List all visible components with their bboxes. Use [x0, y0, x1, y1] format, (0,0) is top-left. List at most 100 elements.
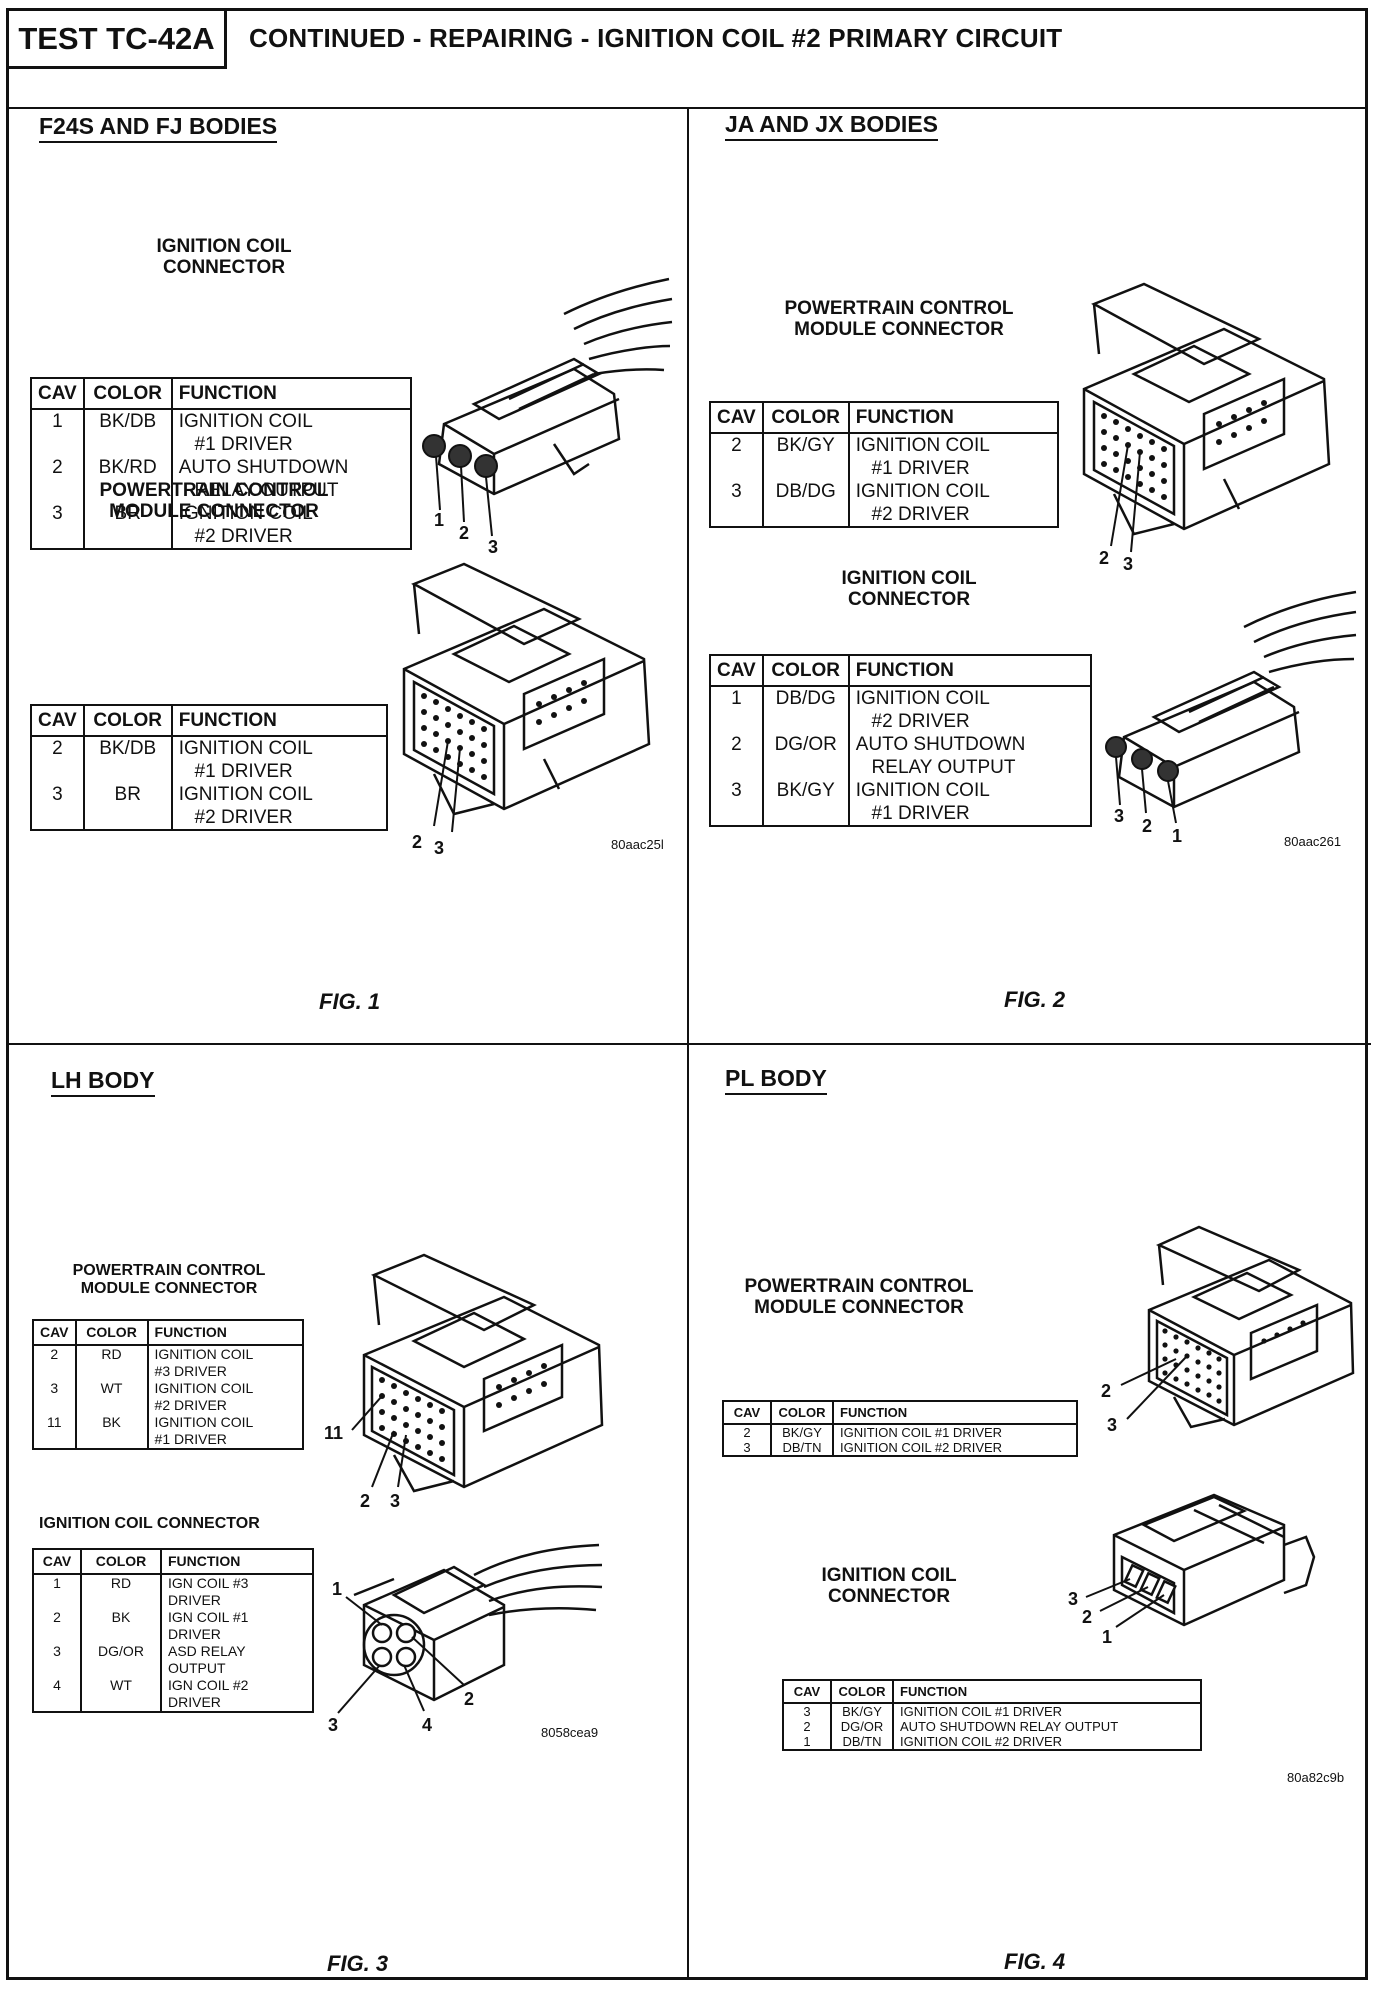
pin-label: 3 [328, 1715, 338, 1735]
col-header: COLOR [831, 1680, 894, 1704]
fig3-panel-title: LH BODY [51, 1067, 155, 1097]
cell-color: DG/OR [831, 1719, 894, 1734]
cell-function: AUTO SHUTDOWN RELAY OUTPUT [855, 734, 1026, 778]
cell-cav: 2 [31, 736, 85, 783]
cell-function: IGN COIL #3 DRIVER [168, 1575, 249, 1608]
fig1-pcm-title: POWERTRAIN CONTROL MODULE CONNECTOR [99, 480, 329, 522]
fig2-drawing-code: 80aac261 [1284, 834, 1342, 849]
cell-cav: 3 [710, 480, 764, 527]
cell-color: BK/GY [762, 433, 850, 480]
cell-color: RD [75, 1345, 149, 1380]
fig1-pcm-connector-drawing: 2 3 [402, 562, 651, 858]
fig1-drawing-code: 80aac25l [611, 837, 664, 852]
pin-label: 1 [1172, 826, 1182, 846]
fig1-coil-connector-drawing: 1 2 3 [422, 277, 673, 557]
pin-label: 1 [1102, 1627, 1112, 1647]
cell-cav: 3 [33, 1380, 77, 1414]
cell-cav: 2 [710, 433, 764, 480]
col-header: FUNCTION [171, 705, 387, 737]
col-header: FUNCTION [848, 402, 1058, 434]
cell-cav: 2 [710, 733, 764, 779]
cell-function: IGNITION COIL #2 DRIVER [900, 1734, 1063, 1749]
col-header: FUNCTION [833, 1401, 1077, 1425]
cell-function: IGNITION COIL #3 DRIVER [154, 1346, 254, 1379]
col-header: COLOR [762, 402, 850, 434]
pin-label: 11 [324, 1423, 343, 1443]
cell-color: BK [81, 1609, 162, 1643]
cell-function: IGNITION COIL #2 DRIVER [178, 503, 313, 547]
cell-function: IGN COIL #1 DRIVER [168, 1609, 249, 1642]
cell-cav: 3 [33, 1643, 82, 1677]
fig2-panel: JA AND JX BODIES POWERTRAIN CONTROL MODU… [689, 109, 1371, 1045]
cell-color: RD [81, 1574, 162, 1609]
cell-color: BK/GY [762, 779, 850, 826]
col-header: CAV [710, 402, 764, 434]
cell-function: IGNITION COIL #1 DRIVER [855, 780, 990, 824]
cell-cav: 3 [31, 783, 85, 830]
cell-function: IGNITION COIL #1 DRIVER [900, 1704, 1063, 1719]
fig1-coil-title: IGNITION COIL CONNECTOR [156, 236, 292, 278]
fig1-panel-title: F24S AND FJ BODIES [39, 113, 278, 143]
fig2-coil-title: IGNITION COIL CONNECTOR [841, 568, 977, 610]
col-header: COLOR [771, 1401, 834, 1425]
fig2-panel-title: JA AND JX BODIES [725, 111, 939, 141]
test-id-box: TEST TC-42A [9, 11, 227, 69]
cell-cav: 3 [710, 779, 764, 826]
cell-function: ASD RELAY OUTPUT [168, 1643, 246, 1676]
cell-color: BK/DB [83, 736, 173, 783]
pin-label: 3 [1123, 554, 1133, 574]
fig1-panel: F24S AND FJ BODIES IGNITION COIL CONNECT… [9, 109, 689, 1045]
cell-color: DB/TN [831, 1734, 894, 1750]
col-header: FUNCTION [893, 1680, 1201, 1704]
pin-label: 2 [459, 523, 469, 543]
cell-color: WT [75, 1380, 149, 1414]
pin-label: 2 [360, 1491, 370, 1511]
cell-color: BK/RD [83, 456, 173, 502]
cell-cav: 2 [723, 1424, 772, 1440]
cell-cav: 11 [33, 1414, 77, 1449]
fig4-drawing-code: 80a82c9b [1287, 1770, 1345, 1785]
col-header: COLOR [83, 378, 173, 410]
pin-label: 2 [464, 1689, 474, 1709]
pin-label: 3 [390, 1491, 400, 1511]
col-header: COLOR [81, 1549, 162, 1575]
col-header: COLOR [83, 705, 173, 737]
cell-color: DG/OR [81, 1643, 162, 1677]
col-header: FUNCTION [161, 1549, 313, 1575]
cell-color: WT [81, 1677, 162, 1712]
pin-label: 3 [434, 838, 444, 858]
fig3-coil-connector-drawing: 1 2 3 4 [328, 1543, 603, 1735]
pin-label: 2 [412, 832, 422, 852]
cell-cav: 2 [33, 1345, 77, 1380]
cell-function: IGNITION COIL #2 DRIVER [840, 1440, 1003, 1455]
cell-cav: 2 [33, 1609, 82, 1643]
cell-function: IGNITION COIL #1 DRIVER [178, 738, 313, 782]
fig2-pcm-connector-drawing: 2 3 [1082, 282, 1331, 574]
col-header: CAV [31, 378, 85, 410]
cell-function: IGNITION COIL #2 DRIVER [178, 784, 313, 828]
page-title: CONTINUED - REPAIRING - IGNITION COIL #2… [249, 23, 1063, 53]
fig4-coil-connector-drawing: 3 2 1 [1068, 1493, 1316, 1647]
pin-label: 2 [1082, 1607, 1092, 1627]
pin-label: 3 [1107, 1415, 1117, 1435]
fig4-coil-title: IGNITION COIL CONNECTOR [821, 1565, 957, 1607]
cell-cav: 4 [33, 1677, 82, 1712]
cell-color: BR [83, 783, 173, 830]
